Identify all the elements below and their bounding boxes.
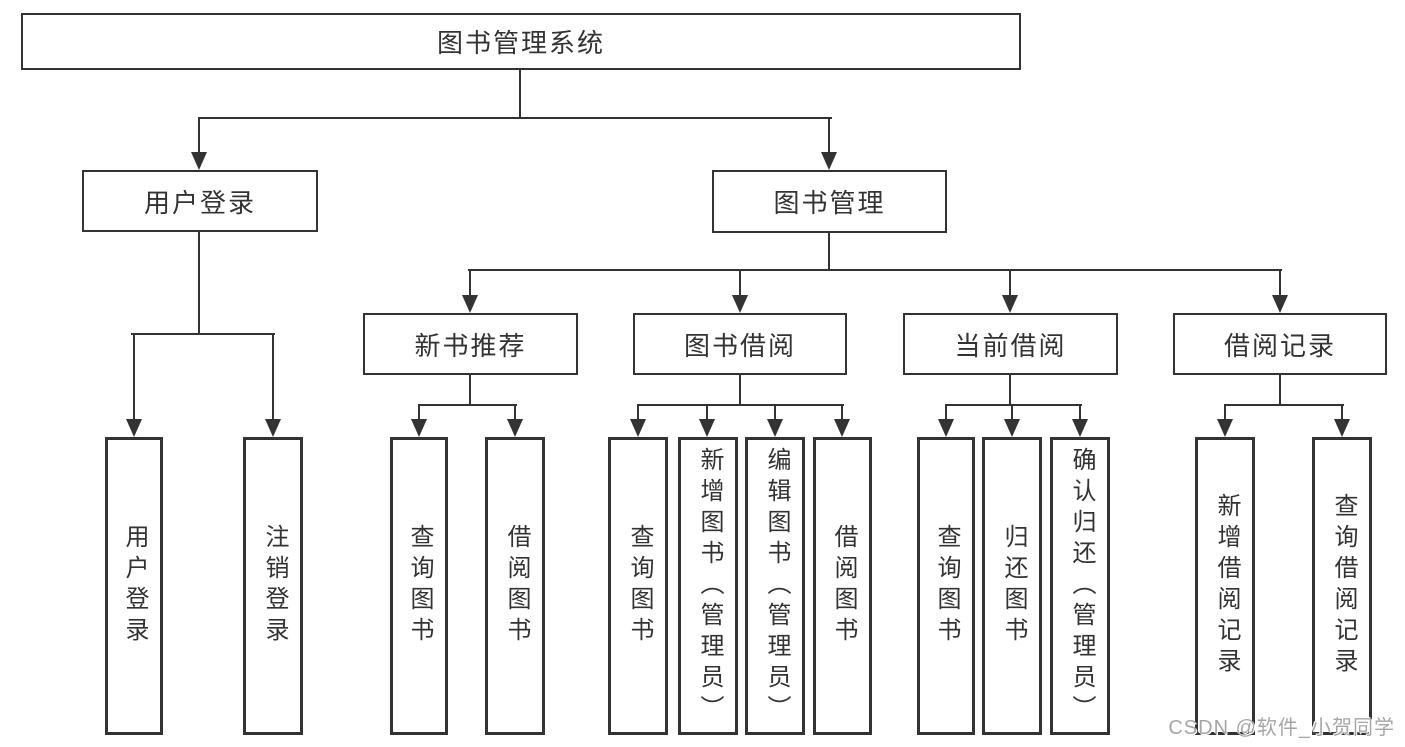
connector-line (739, 375, 741, 406)
connector-line (272, 333, 274, 421)
connector-line (1009, 269, 1011, 297)
leaf-query-borrow-record: 查询借阅记录 (1312, 437, 1372, 735)
arrow-down-icon (767, 419, 783, 437)
leaf-query-book-3: 查询图书 (917, 437, 975, 735)
arrow-down-icon (821, 152, 837, 170)
leaf-borrow-book-2: 借阅图书 (813, 437, 872, 735)
leaf-add-book-admin: 新增图书（管理员） (678, 437, 738, 735)
connector-line (1079, 404, 1081, 421)
connector-line (774, 404, 776, 421)
arrow-down-icon (938, 419, 954, 437)
connector-line (519, 70, 521, 119)
arrow-down-icon (462, 295, 478, 313)
arrow-down-icon (699, 419, 715, 437)
node-user-login: 用户登录 (82, 170, 318, 232)
arrow-down-icon (265, 419, 281, 437)
connector-line (469, 269, 471, 297)
connector-line (1279, 269, 1281, 297)
connector-line (828, 117, 830, 155)
arrow-down-icon (1334, 419, 1350, 437)
leaf-add-borrow-record: 新增借阅记录 (1195, 437, 1255, 735)
connector-line (198, 117, 200, 155)
leaf-edit-book-admin: 编辑图书（管理员） (745, 437, 805, 735)
arrow-down-icon (1072, 419, 1088, 437)
connector-line (131, 333, 275, 335)
connector-line (198, 117, 832, 119)
leaf-return-book: 归还图书 (982, 437, 1042, 735)
arrow-down-icon (1004, 419, 1020, 437)
connector-line (468, 269, 1282, 271)
arrow-down-icon (1217, 419, 1233, 437)
leaf-borrow-book-1: 借阅图书 (485, 437, 545, 735)
connector-line (469, 375, 471, 406)
connector-line (418, 404, 420, 421)
connector-line (1224, 404, 1344, 406)
leaf-confirm-return-admin: 确认归还（管理员） (1050, 437, 1110, 735)
leaf-query-book-2: 查询图书 (608, 437, 668, 735)
node-book-management: 图书管理 (712, 170, 947, 233)
node-new-book-recommend: 新书推荐 (363, 313, 578, 375)
arrow-down-icon (411, 419, 427, 437)
leaf-user-login: 用户登录 (105, 437, 163, 735)
connector-line (418, 404, 517, 406)
arrow-down-icon (1002, 295, 1018, 313)
connector-line (133, 333, 135, 421)
arrow-down-icon (191, 152, 207, 170)
connector-line (637, 404, 844, 406)
csdn-watermark: CSDN @软件_小贺同学 (1168, 717, 1395, 739)
connector-line (198, 232, 200, 335)
connector-line (706, 404, 708, 421)
connector-line (841, 404, 843, 421)
arrow-down-icon (126, 419, 142, 437)
node-current-borrow: 当前借阅 (903, 313, 1118, 375)
leaf-logout: 注销登录 (243, 437, 303, 735)
arrow-down-icon (1272, 295, 1288, 313)
node-borrow-record: 借阅记录 (1173, 313, 1387, 375)
connector-line (1341, 404, 1343, 421)
arrow-down-icon (507, 419, 523, 437)
connector-line (1009, 375, 1011, 406)
arrow-down-icon (630, 419, 646, 437)
node-book-borrow: 图书借阅 (633, 313, 847, 375)
connector-line (1224, 404, 1226, 421)
connector-line (828, 233, 830, 271)
connector-line (1011, 404, 1013, 421)
connector-line (945, 404, 1082, 406)
node-root: 图书管理系统 (21, 13, 1021, 70)
connector-line (1279, 375, 1281, 406)
arrow-down-icon (732, 295, 748, 313)
connector-line (514, 404, 516, 421)
connector-line (739, 269, 741, 297)
connector-line (637, 404, 639, 421)
arrow-down-icon (834, 419, 850, 437)
connector-line (945, 404, 947, 421)
leaf-query-book-1: 查询图书 (390, 437, 448, 735)
